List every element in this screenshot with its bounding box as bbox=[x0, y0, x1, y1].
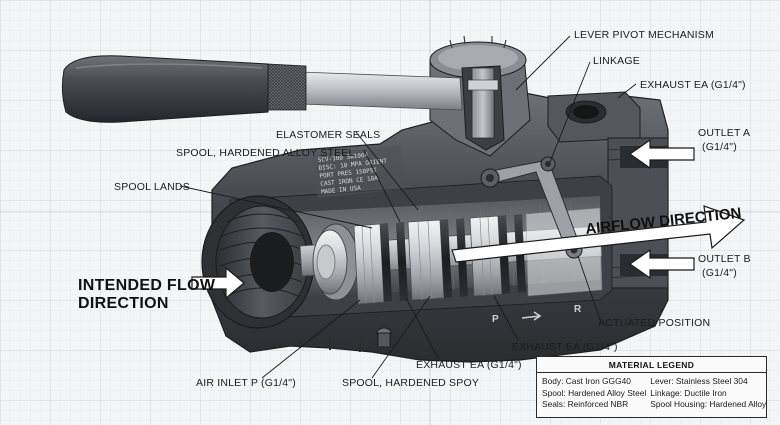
label-outlet-a-size: (G1/4") bbox=[702, 141, 737, 153]
label-exhaust-ea-mid: EXHAUST EA (G1/4") bbox=[512, 341, 618, 353]
label-linkage: LINKAGE bbox=[593, 55, 640, 67]
intended-flow-arrow bbox=[191, 266, 245, 300]
inlet-port-p bbox=[201, 195, 315, 329]
port-marking-arrow-icon bbox=[521, 311, 542, 321]
lever-handle bbox=[61, 55, 463, 123]
leader-lines bbox=[179, 35, 637, 379]
engraving-line-5: MADE IN USA bbox=[321, 185, 362, 196]
legend-entry-spool-housing: Spool Housing: Hardened Alloy bbox=[650, 399, 767, 409]
legend-entry-linkage: Linkage: Ductile Iron bbox=[650, 387, 727, 398]
legend-entry-seals: Seals: Reinforced NBR bbox=[542, 399, 629, 409]
port-marking-p: P bbox=[492, 314, 499, 325]
lever-pivot-housing bbox=[429, 35, 531, 157]
label-exhaust-ea-top: EXHAUST EA (G1/4") bbox=[640, 79, 746, 91]
outlet-a-arrow bbox=[628, 138, 695, 170]
label-lever-pivot-mechanism: LEVER PIVOT MECHANISM bbox=[574, 29, 714, 41]
label-outlet-a: OUTLET A bbox=[698, 127, 750, 139]
label-exhaust-ea-low: EXHAUST EA (G1/4") bbox=[416, 359, 522, 371]
label-outlet-b-size: (G1/4") bbox=[702, 267, 737, 279]
label-outlet-b: OUTLET B bbox=[698, 253, 751, 265]
label-spool-lands: SPOOL LANDS bbox=[114, 181, 190, 193]
outlet-b-arrow bbox=[628, 248, 695, 280]
label-spool-hardened-alloy-steel: SPOOL, HARDENED ALLOY STEEL bbox=[176, 147, 355, 159]
label-spool-hardened-spoy: SPOOL, HARDENED SPOY bbox=[342, 377, 479, 389]
legend-title: MATERIAL LEGEND bbox=[537, 357, 766, 373]
legend-entry-lever: Lever: Stainless Steel 304 bbox=[650, 376, 748, 386]
port-marking-r: R bbox=[574, 304, 582, 315]
material-legend: MATERIAL LEGEND Body: Cast Iron GGG40 Le… bbox=[536, 356, 767, 418]
legend-entry-spool: Spool: Hardened Alloy Steel bbox=[542, 387, 647, 398]
label-elastomer-seals: ELASTOMER SEALS bbox=[276, 129, 380, 141]
label-actuated-position: ACTUATED POSITION bbox=[598, 317, 710, 329]
legend-entries: Body: Cast Iron GGG40 Lever: Stainless S… bbox=[537, 373, 766, 409]
body-engraving: SCV-100 SW1064 DISC: 10 MPA ORIENT PORT … bbox=[313, 145, 406, 199]
legend-entry-body: Body: Cast Iron GGG40 bbox=[542, 376, 631, 386]
label-air-inlet-p: AIR INLET P (G1/4") bbox=[196, 377, 296, 389]
label-intended-flow: INTENDED FLOW bbox=[78, 277, 216, 294]
label-intended-flow-direction: DIRECTION bbox=[78, 295, 169, 312]
